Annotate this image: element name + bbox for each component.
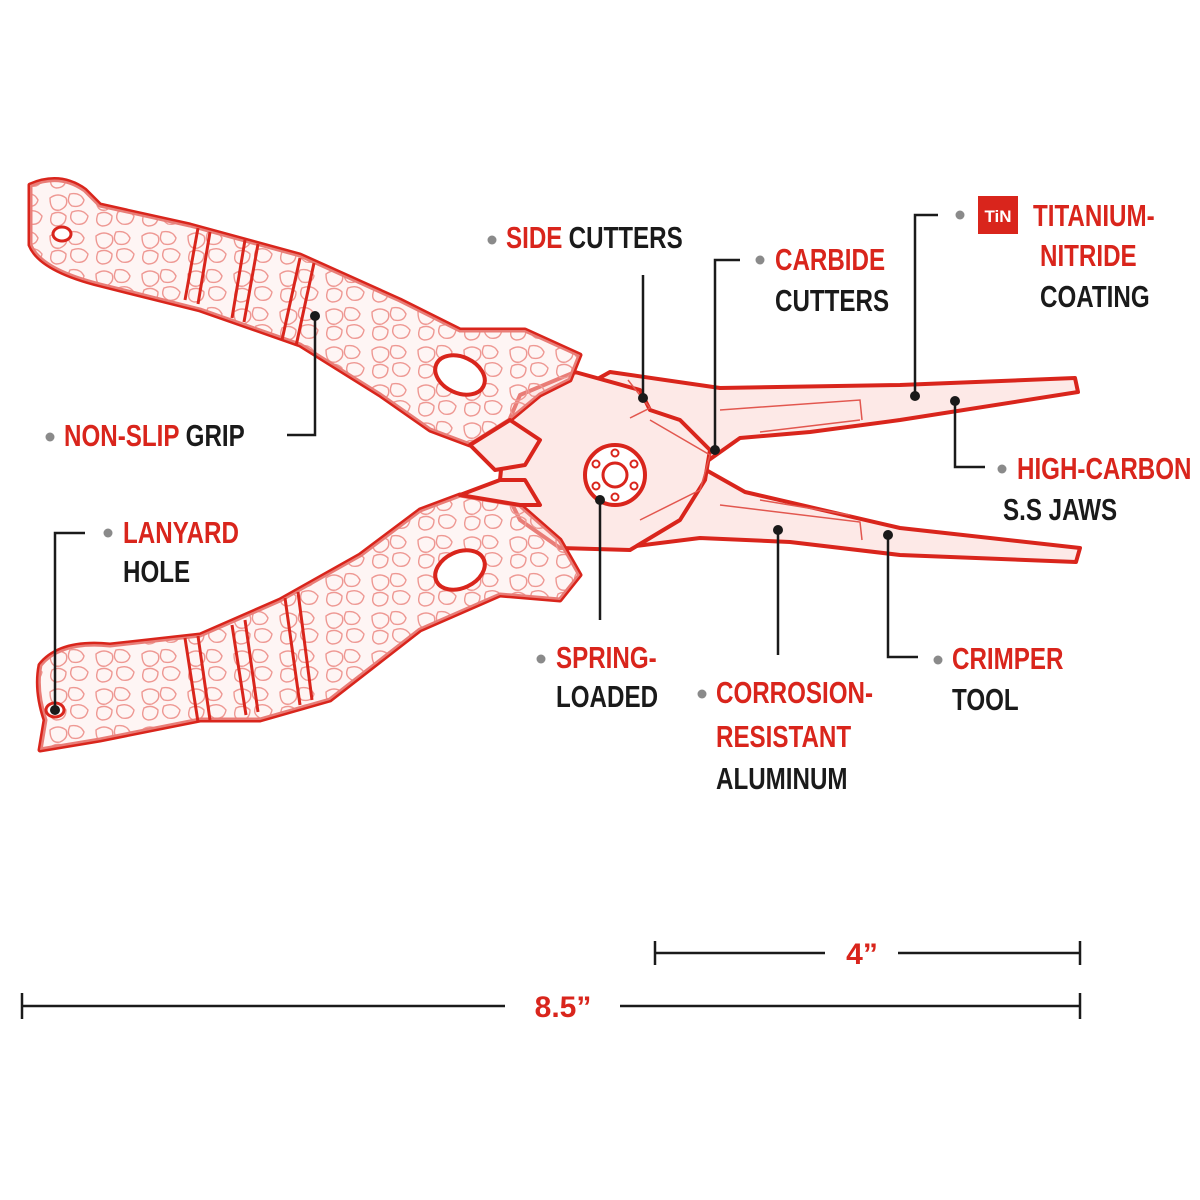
spring-line2: LOADED [556, 679, 658, 714]
high-carbon-line2: S.S JAWS [1003, 492, 1117, 527]
corrosion-accent1: CORROSION- [716, 675, 873, 710]
callout-crimper: CRIMPER TOOL [933, 641, 1063, 717]
callout-lanyard: LANYARD HOLE [103, 515, 239, 589]
crimper-line2: TOOL [952, 682, 1019, 717]
titanium-line3: COATING [1040, 279, 1150, 314]
dimension-short: 4” [653, 938, 1082, 971]
dimension-long: 8.5” [20, 991, 1082, 1024]
callout-high-carbon: HIGH-CARBON S.S JAWS [997, 451, 1192, 527]
side-cutters-accent: SIDE [506, 220, 562, 255]
non-slip-rest: GRIP [186, 418, 245, 453]
upper-lanyard-hole [51, 225, 73, 243]
non-slip-accent: NON-SLIP [64, 418, 179, 453]
titanium-accent2: NITRIDE [1040, 238, 1137, 273]
high-carbon-accent: HIGH-CARBON [1017, 451, 1192, 486]
titanium-accent1: TITANIUM- [1033, 198, 1155, 233]
leader-lines [50, 213, 985, 715]
pliers-illustration [27, 177, 1082, 753]
carbide-accent: CARBIDE [775, 242, 885, 277]
callout-titanium: TiN TITANIUM- NITRIDE COATING [955, 196, 1155, 314]
tin-badge-text: TiN [984, 207, 1011, 226]
side-cutters-rest: CUTTERS [569, 220, 683, 255]
callout-spring: SPRING- LOADED [536, 640, 658, 714]
spring-accent: SPRING- [556, 640, 657, 675]
dimension-short-label: 4” [846, 938, 878, 971]
tin-badge [978, 196, 1018, 234]
dimension-long-label: 8.5” [535, 991, 592, 1024]
crimper-accent: CRIMPER [952, 641, 1063, 676]
corrosion-accent2: RESISTANT [716, 719, 851, 754]
lanyard-accent: LANYARD [123, 515, 239, 550]
callout-carbide: CARBIDE CUTTERS [755, 242, 889, 318]
callout-corrosion: CORROSION- RESISTANT ALUMINUM [697, 675, 873, 796]
lanyard-line2: HOLE [123, 554, 190, 589]
carbide-line2: CUTTERS [775, 283, 889, 318]
corrosion-line3: ALUMINUM [716, 761, 848, 796]
